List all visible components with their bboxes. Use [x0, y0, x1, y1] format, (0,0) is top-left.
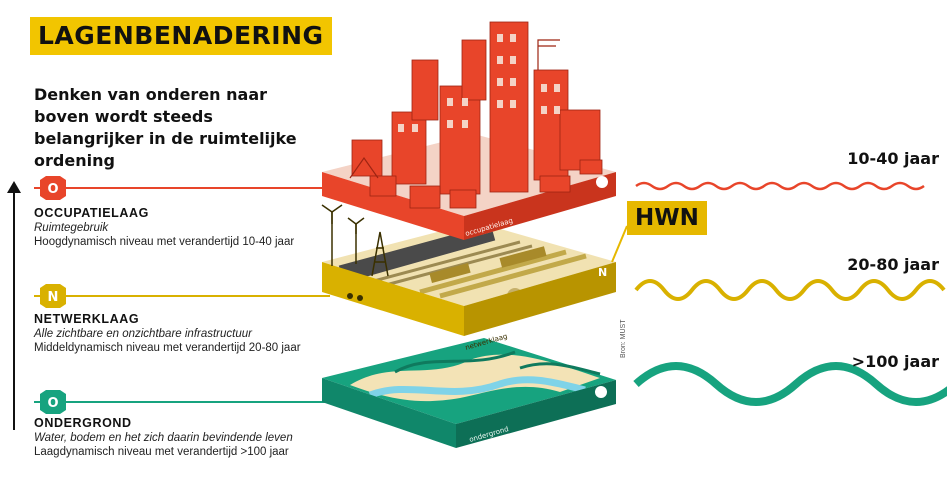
ondergrond-duration: >100 jaar: [851, 352, 939, 371]
netwerk-connector: N: [34, 284, 330, 308]
hwn-callout: HWN: [627, 201, 707, 235]
occupatie-name: OCCUPATIELAAG: [34, 206, 149, 220]
netwerk-subtitle: Alle zichtbare en onzichtbare infrastruc…: [34, 328, 252, 340]
occupatie-wave: [635, 181, 925, 191]
netwerk-description: Middeldynamisch niveau met verandertijd …: [34, 342, 301, 354]
ondergrond-connector: O: [34, 390, 330, 414]
ondergrond-badge-icon: [40, 390, 66, 414]
occupatie-badge-letter: O: [47, 182, 58, 197]
ondergrond-wave: [633, 362, 947, 406]
ondergrond-description: Laagdynamisch niveau met verandertijd >1…: [34, 446, 289, 458]
netwerk-wave: [634, 279, 946, 301]
ondergrond-subtitle: Water, bodem en het zich daarin bevinden…: [34, 432, 293, 444]
netwerk-name: NETWERKLAAG: [34, 312, 140, 326]
occupatie-connector: O: [34, 176, 330, 200]
page-title: LAGENBENADERING: [30, 17, 332, 55]
source-credit: Bron: MUST: [620, 319, 627, 358]
up-arrow-head-icon: [7, 181, 21, 193]
hwn-arrow-icon: N: [598, 266, 607, 279]
occupatie-description: Hoogdynamisch niveau met verandertijd 10…: [34, 236, 295, 248]
netwerk-badge-icon: [40, 284, 66, 308]
netwerk-duration: 20-80 jaar: [847, 255, 939, 274]
occupatie-block: occupatielaag: [322, 21, 616, 240]
ondergrond-block: ondergrond: [322, 338, 616, 448]
page-subtitle: Denken van onderen naar boven wordt stee…: [34, 85, 297, 170]
ondergrond-name: ONDERGROND: [34, 416, 132, 430]
occupatie-duration: 10-40 jaar: [847, 149, 939, 168]
netwerk-label: NETWERKLAAG Alle zichtbare en onzichtbar…: [34, 312, 301, 355]
occupatie-label: OCCUPATIELAAG Ruimtegebruik Hoogdynamisc…: [34, 206, 294, 249]
occupatie-badge-icon: [40, 176, 66, 200]
netwerk-badge-letter: N: [48, 290, 59, 305]
occupatie-subtitle: Ruimtegebruik: [34, 222, 109, 234]
ondergrond-badge-letter: O: [47, 396, 58, 411]
ondergrond-label: ONDERGROND Water, bodem en het zich daar…: [34, 416, 293, 459]
netwerk-block: netwerklaag N: [321, 204, 616, 352]
up-arrow-shaft: [13, 188, 15, 430]
